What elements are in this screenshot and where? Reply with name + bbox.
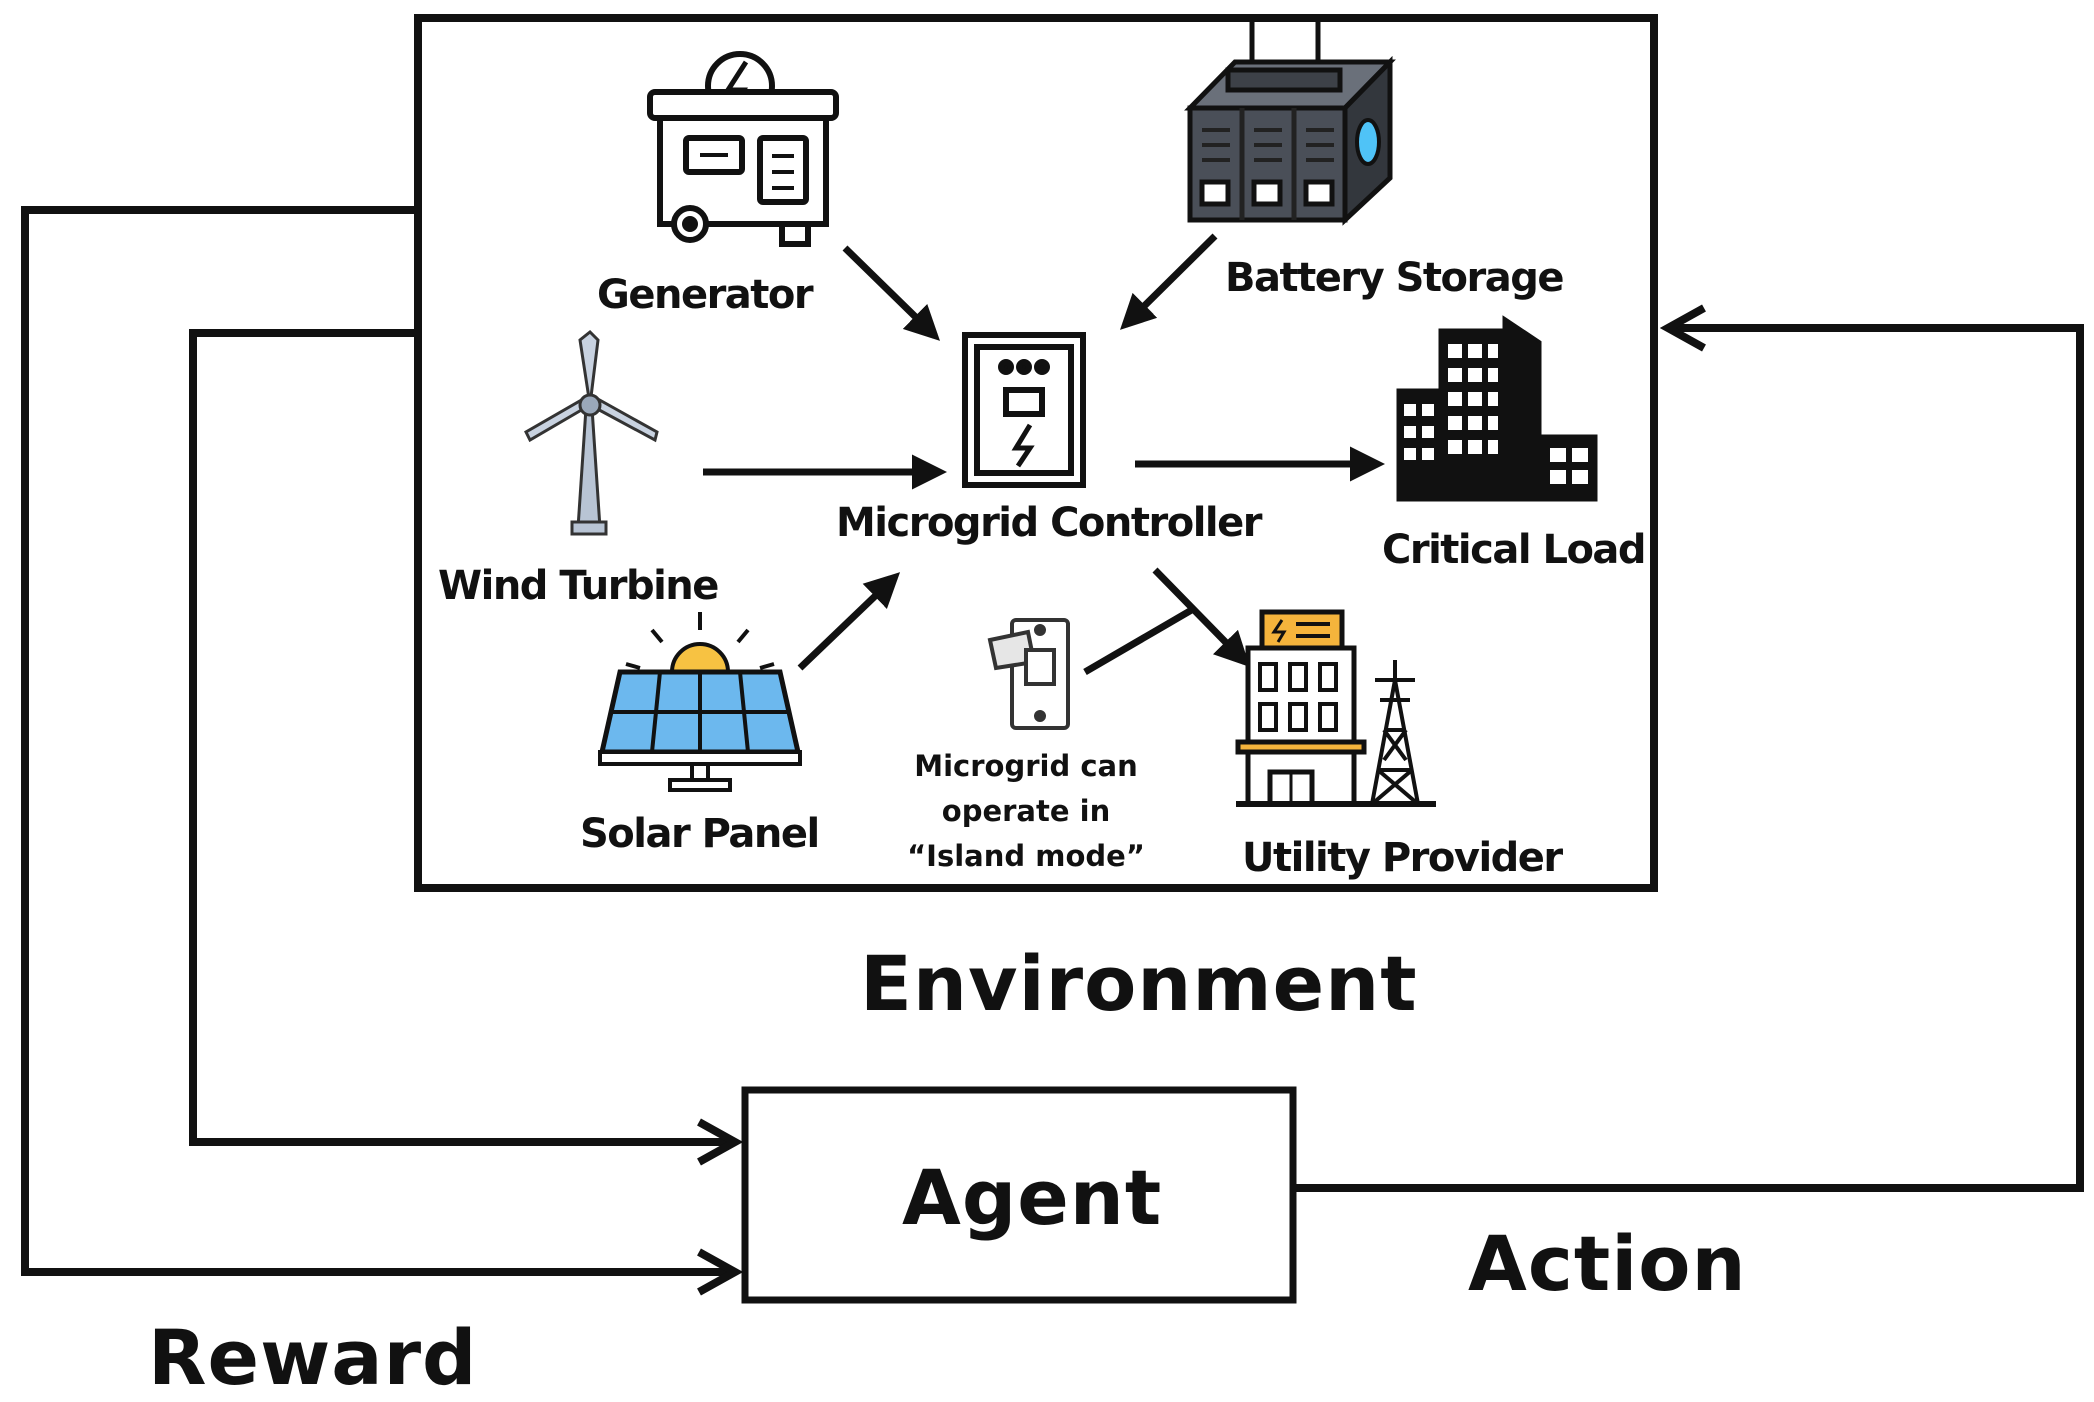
island-note-line-3: “Island mode” xyxy=(907,838,1145,873)
island-note-line-2: operate in xyxy=(941,793,1111,828)
solar-panel-icon xyxy=(598,612,802,792)
action-label: Action xyxy=(1468,1219,1747,1308)
island-note-line-1: Microgrid can xyxy=(914,749,1138,783)
arrow-solar-to-controller xyxy=(797,572,901,671)
island-mode-note: Microgrid can operate in “Island mode” xyxy=(876,744,1176,879)
environment-label: Environment xyxy=(860,939,1418,1028)
battery-storage-label: Battery Storage xyxy=(1225,255,1564,301)
microgrid-controller-label: Microgrid Controller xyxy=(836,500,1262,546)
agent-label: Agent xyxy=(902,1153,1163,1242)
reward-label: Reward xyxy=(148,1313,478,1402)
utility-provider-label: Utility Provider xyxy=(1242,835,1563,881)
generator-icon xyxy=(647,51,839,247)
switch-icon xyxy=(987,618,1070,730)
solar-panel-label: Solar Panel xyxy=(580,811,820,857)
arrow-generator-to-controller xyxy=(842,245,941,341)
switch-line xyxy=(1083,604,1197,676)
agent-box xyxy=(741,1086,1297,1304)
critical-load-icon xyxy=(1396,315,1598,502)
generator-label: Generator xyxy=(597,272,814,318)
reward-line-inner xyxy=(189,329,735,1142)
action-line xyxy=(1293,328,2084,1192)
wind-turbine-label: Wind Turbine xyxy=(438,563,719,609)
wind-turbine-icon xyxy=(524,329,659,536)
utility-provider-icon xyxy=(1235,609,1436,807)
arrow-battery-to-controller xyxy=(1120,233,1218,330)
battery-storage-icon xyxy=(1184,20,1396,226)
microgrid-controller-icon xyxy=(962,332,1086,488)
arrow-controller-to-utility xyxy=(1152,567,1250,668)
environment-box xyxy=(414,14,1658,892)
reward-line-outer xyxy=(21,206,735,1272)
critical-load-label: Critical Load xyxy=(1382,527,1647,573)
